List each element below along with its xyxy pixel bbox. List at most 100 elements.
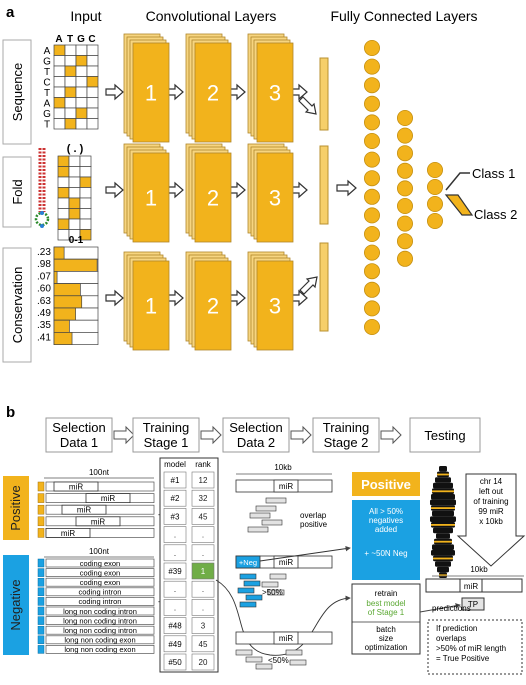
sequence-cell bbox=[53, 118, 66, 130]
chromosome-band bbox=[430, 499, 456, 506]
mir-box bbox=[273, 479, 299, 493]
fc-node bbox=[363, 300, 380, 317]
svg-text:Positive: Positive bbox=[361, 477, 411, 492]
conservation-value: .49 bbox=[37, 308, 51, 319]
table-cell bbox=[191, 580, 215, 598]
fold-cell bbox=[79, 218, 92, 230]
mir-label: miR bbox=[279, 482, 293, 491]
fc-node bbox=[363, 95, 380, 112]
seq-marker bbox=[37, 493, 45, 503]
sequence-cell bbox=[53, 107, 66, 119]
mir-label: miR bbox=[101, 494, 115, 503]
sequence-cell bbox=[75, 65, 88, 77]
sequence-letter: G bbox=[43, 109, 51, 120]
table-model: #1 bbox=[171, 476, 180, 485]
chromosome-band bbox=[436, 533, 450, 539]
fold-cell bbox=[79, 166, 92, 178]
svg-text:Negative: Negative bbox=[8, 579, 23, 630]
sequence-cell bbox=[53, 65, 66, 77]
fc-node bbox=[363, 318, 380, 335]
class-2-label: Class 2 bbox=[474, 207, 517, 222]
conv-layer-stack: 1 bbox=[123, 251, 170, 351]
conservation-value: .35 bbox=[37, 320, 51, 331]
mir-label: miR bbox=[91, 517, 105, 526]
sequence-row bbox=[45, 597, 155, 606]
negative-item-label: long non coding intron bbox=[63, 626, 137, 635]
sequence-cell bbox=[86, 65, 99, 77]
sequence-cell bbox=[53, 97, 66, 109]
mir-box bbox=[85, 493, 131, 504]
sequence-letter: T bbox=[44, 67, 50, 78]
table-cell bbox=[191, 489, 215, 507]
conv-layer-stack: 3 bbox=[247, 251, 294, 351]
mir-label: miR bbox=[279, 634, 293, 643]
fold-cell bbox=[57, 166, 70, 178]
fc-node bbox=[363, 114, 380, 131]
tp-box: TP bbox=[461, 597, 485, 611]
svg-text:Fold: Fold bbox=[10, 179, 25, 204]
fc-node bbox=[396, 215, 413, 232]
chromosome-band bbox=[430, 516, 456, 522]
sequence-letter: G bbox=[43, 57, 51, 68]
mir-box bbox=[61, 504, 107, 515]
conv-layer-stack: 2 bbox=[185, 251, 232, 351]
mir-box bbox=[45, 528, 91, 538]
negative-item-label: coding exon bbox=[80, 568, 120, 577]
fc-node bbox=[363, 225, 380, 242]
chromosome-14-image bbox=[430, 466, 456, 578]
test-length-label: 10kb bbox=[470, 565, 488, 574]
selection2-length-label: 10kb bbox=[274, 463, 292, 472]
fc-node bbox=[396, 145, 413, 162]
table-cell bbox=[163, 489, 187, 507]
svg-text:TP: TP bbox=[468, 600, 478, 609]
fc-node bbox=[363, 151, 380, 168]
row-label-sequence: Sequence bbox=[2, 39, 32, 145]
table-model: #3 bbox=[171, 512, 180, 521]
test-mir-region: miR bbox=[425, 578, 523, 593]
seq-marker bbox=[37, 645, 45, 654]
table-cell bbox=[163, 562, 187, 580]
sequence-cell bbox=[64, 118, 77, 130]
step-label: Selection bbox=[52, 420, 105, 435]
layer-number: 2 bbox=[207, 294, 219, 319]
conservation-bars: .23.98.07.60.63.49.35.41 bbox=[37, 246, 99, 345]
conservation-value: .07 bbox=[37, 271, 51, 282]
layer-number: 3 bbox=[269, 294, 281, 319]
table-model: . bbox=[174, 585, 176, 594]
seq-marker bbox=[37, 504, 45, 515]
table-model: #39 bbox=[168, 567, 182, 576]
mir-label: miR bbox=[61, 529, 75, 538]
table-cell bbox=[163, 508, 187, 525]
negative-item-label: coding intron bbox=[79, 588, 122, 597]
fold-cell bbox=[57, 208, 70, 220]
table-rank: . bbox=[202, 531, 204, 540]
fold-cell bbox=[57, 155, 70, 167]
step-box bbox=[409, 417, 481, 453]
table-cell bbox=[163, 526, 187, 543]
conservation-value: .41 bbox=[37, 332, 51, 343]
table-model: #50 bbox=[168, 658, 182, 667]
fold-cell bbox=[79, 229, 92, 241]
negative-item-label: long non coding exon bbox=[64, 645, 135, 654]
fc-node bbox=[363, 263, 380, 280]
fragment bbox=[289, 659, 307, 666]
fold-cell bbox=[57, 218, 70, 230]
chromosome-stripe bbox=[433, 557, 453, 560]
fold-onehot-grid bbox=[57, 155, 92, 241]
chromosome-stripe bbox=[431, 524, 455, 526]
neg-fragment bbox=[237, 587, 255, 594]
fold-cell bbox=[57, 197, 70, 209]
sequence-letter: T bbox=[44, 120, 50, 131]
fold-cell bbox=[79, 197, 92, 209]
neg-fragment bbox=[243, 580, 261, 587]
conv-layer-stack: 2 bbox=[185, 33, 232, 143]
neg-arrow bbox=[259, 545, 351, 562]
mir-box bbox=[273, 631, 299, 645]
step-arrow bbox=[290, 425, 312, 445]
table-rank: 20 bbox=[199, 658, 208, 667]
layer-number: 3 bbox=[269, 81, 281, 106]
positive-length-label: 100nt bbox=[89, 468, 110, 477]
